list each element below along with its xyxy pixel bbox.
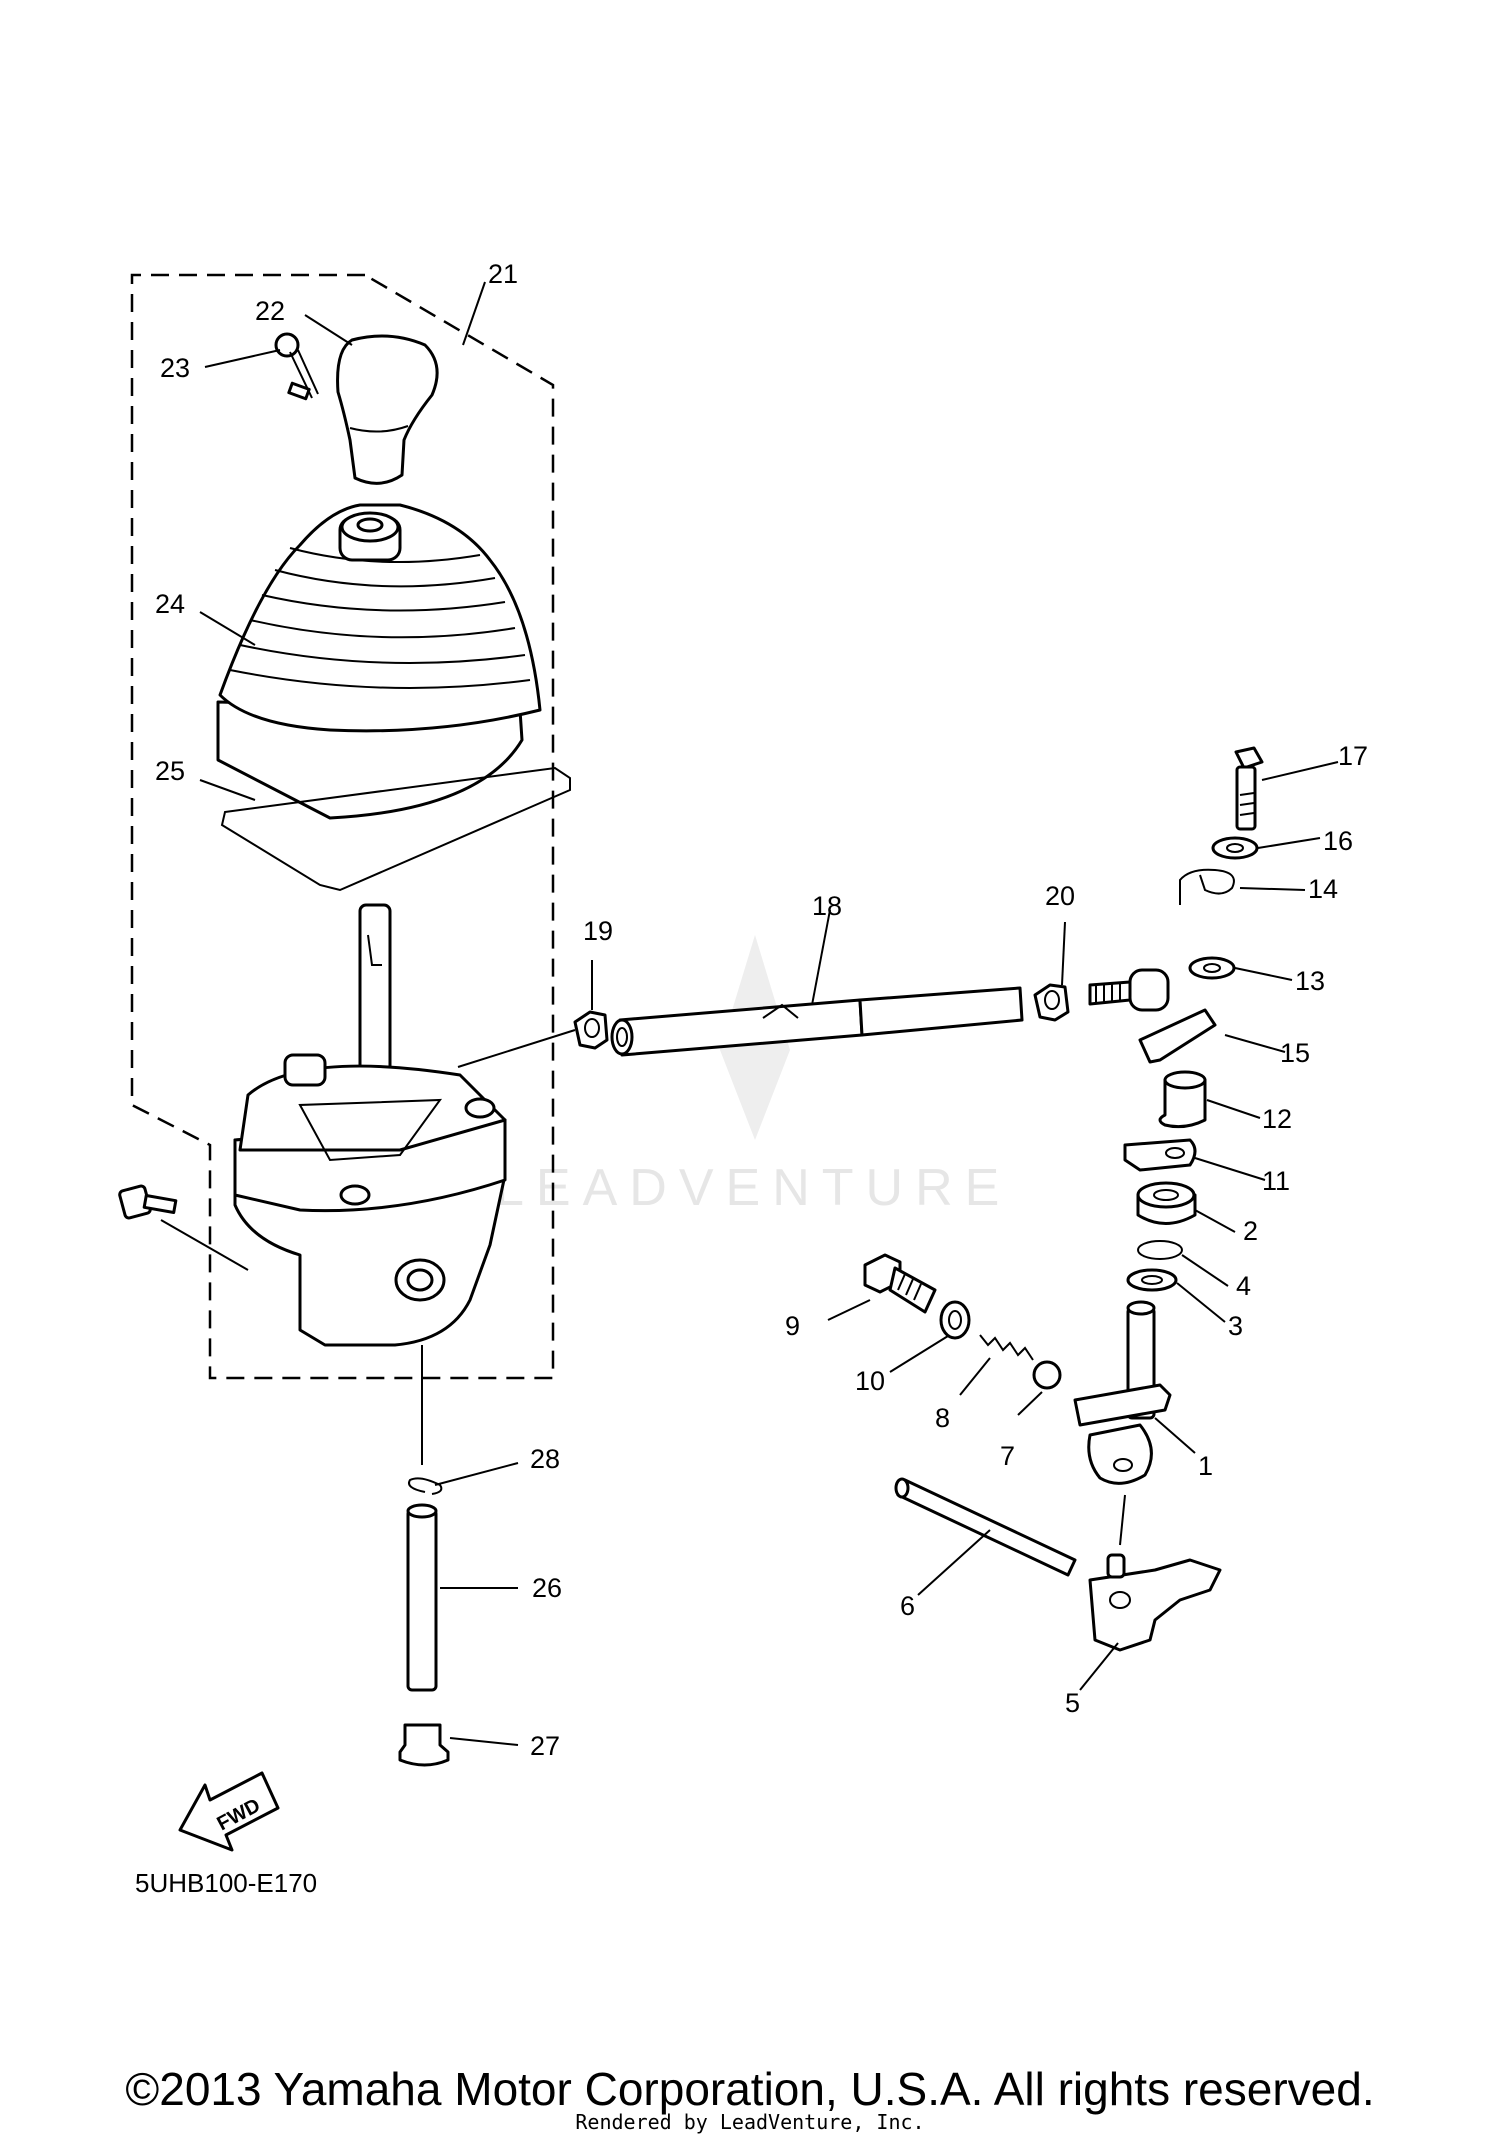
guide-pin: [894, 1477, 1077, 1577]
callout-28: 28: [530, 1444, 560, 1474]
bolt-top: [1234, 746, 1264, 831]
shift-shaft-1: [1073, 1300, 1172, 1485]
ball-joint-lever: [1088, 968, 1217, 1064]
callout-22: 22: [255, 296, 285, 326]
leader-lines: [160, 281, 1339, 1746]
watermark-text: LEADVENTURE: [495, 1159, 1011, 1217]
callout-17: 17: [1338, 741, 1368, 771]
collar-2: [1136, 1181, 1197, 1225]
shift-shaft: [406, 1508, 438, 1692]
callout-3: 3: [1228, 1311, 1243, 1341]
callout-10: 10: [855, 1366, 885, 1396]
diagram-code: 5UHB100-E170: [135, 1868, 317, 1898]
washer-16: [1211, 836, 1259, 860]
spring-clip: [1179, 868, 1235, 905]
boot-seal: [220, 766, 571, 892]
rendered-by-notice: Rendered by LeadVenture, Inc.: [575, 2110, 925, 2134]
callout-4: 4: [1236, 1271, 1251, 1301]
washer-13: [1188, 956, 1236, 980]
callout-14: 14: [1308, 874, 1338, 904]
callout-19: 19: [583, 916, 613, 946]
collar: [1158, 1070, 1207, 1129]
shift-lever-assembly-outline: [130, 273, 555, 1380]
copyright-notice: ©2013 Yamaha Motor Corporation, U.S.A. A…: [125, 2063, 1375, 2115]
detent-ball: [1032, 1360, 1062, 1390]
gasket: [939, 1300, 971, 1340]
knob-screw: [274, 332, 319, 401]
callout-7: 7: [1000, 1441, 1015, 1471]
plug-bolt: [863, 1253, 937, 1314]
callout-11: 11: [1262, 1166, 1290, 1196]
shift-fork: [1088, 1553, 1222, 1652]
callout-13: 13: [1295, 966, 1325, 996]
fwd-arrow-icon: FWD: [178, 1771, 280, 1852]
shifter-housing: [233, 1053, 507, 1347]
callout-25: 25: [155, 756, 185, 786]
callout-21: 21: [488, 259, 518, 289]
callout-1: 1: [1198, 1451, 1213, 1481]
callout-9: 9: [785, 1311, 800, 1341]
callout-8: 8: [935, 1403, 950, 1433]
shift-lever-rod: [358, 903, 392, 1107]
callout-26: 26: [532, 1573, 562, 1603]
shaft-plug: [398, 1723, 450, 1767]
callout-15: 15: [1280, 1038, 1310, 1068]
nut-right: [1033, 983, 1070, 1022]
shaft-clip: [408, 1477, 443, 1495]
callout-numbers: 1 2 3 4 5 6 7 8 9 10 11 12 13 14 15 16 1…: [155, 259, 1368, 1761]
leadventure-watermark: LEADVENTURE: [495, 935, 1011, 1217]
detent-spring: [979, 1334, 1034, 1361]
housing-bolt: [118, 1184, 178, 1220]
shift-knob: [336, 334, 439, 485]
circlip: [1137, 1240, 1183, 1260]
nut-left: [573, 1010, 609, 1050]
callout-12: 12: [1262, 1104, 1292, 1134]
callout-24: 24: [155, 589, 185, 619]
callout-2: 2: [1243, 1216, 1258, 1246]
callout-5: 5: [1065, 1688, 1080, 1718]
shift-rod: [610, 986, 1024, 1057]
shift-boot: [216, 503, 542, 820]
callout-27: 27: [530, 1731, 560, 1761]
callout-6: 6: [900, 1591, 915, 1621]
callout-20: 20: [1045, 881, 1075, 911]
callout-16: 16: [1323, 826, 1353, 856]
stopper-plate: [1123, 1138, 1197, 1172]
callout-23: 23: [160, 353, 190, 383]
callout-18: 18: [812, 891, 842, 921]
washer-3: [1126, 1268, 1178, 1292]
